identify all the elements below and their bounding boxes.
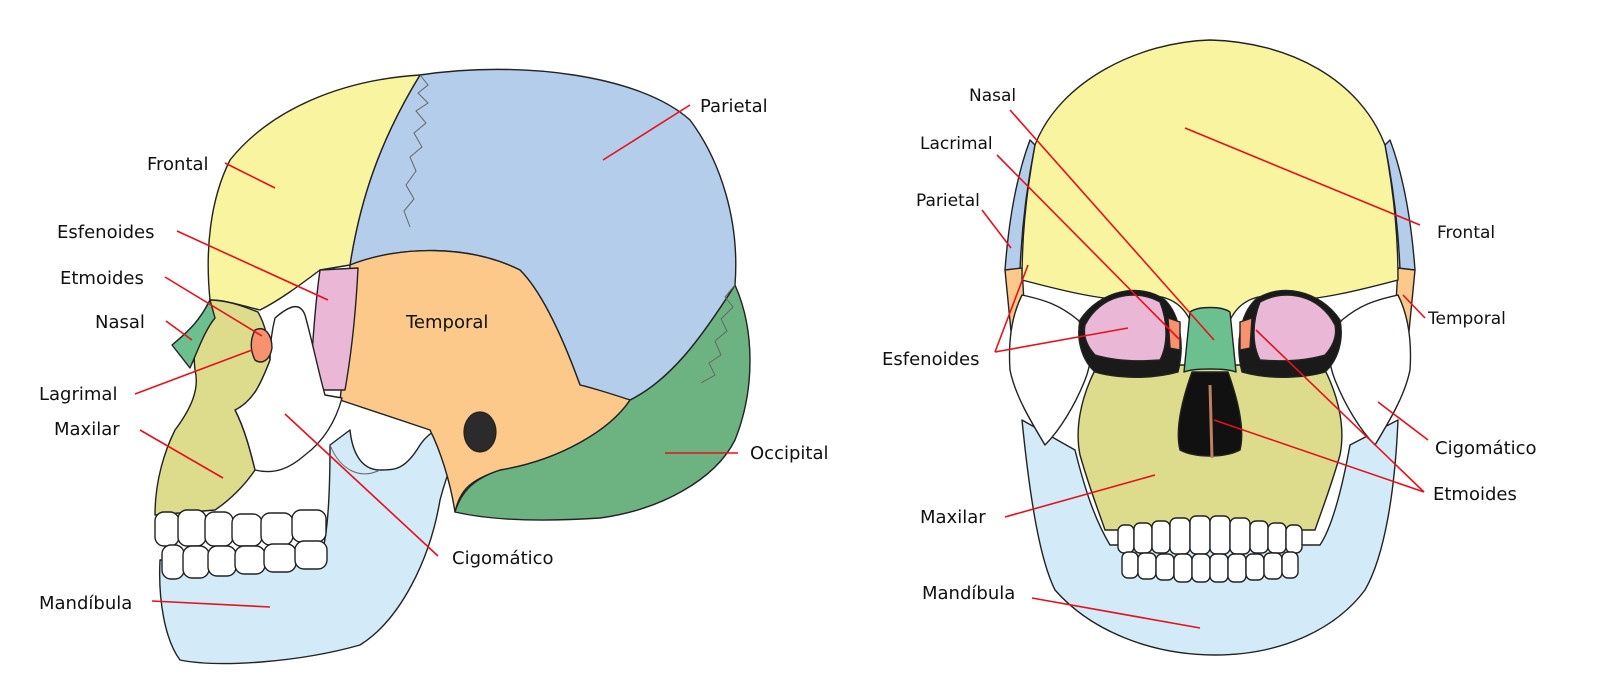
frontal-label-frontal: Frontal	[1437, 223, 1495, 243]
frontal-lacrimal-bone-right	[1239, 317, 1253, 351]
frontal-esfenoides-bone-right	[1253, 294, 1337, 362]
lateral-teeth	[154, 509, 328, 580]
frontal-label-parietal: Parietal	[916, 191, 980, 211]
lateral-label-frontal: Frontal	[147, 154, 209, 175]
lateral-label-parietal: Parietal	[700, 96, 768, 117]
lateral-label-esfenoides: Esfenoides	[57, 222, 154, 243]
lateral-label-occipital: Occipital	[750, 443, 828, 464]
frontal-label-esfenoides: Esfenoides	[882, 349, 979, 370]
lateral-nasal-bone	[171, 299, 216, 369]
frontal-cigomatico-bone-right	[1329, 294, 1412, 446]
lateral-label-etmoides: Etmoides	[60, 268, 144, 289]
frontal-nasal-bone	[1183, 306, 1237, 373]
lateral-skull	[154, 68, 751, 665]
lateral-labels: Frontal Parietal Esfenoides Etmoides Nas…	[39, 96, 828, 614]
lateral-esfenoides-bone	[309, 267, 359, 391]
lateral-label-maxilar: Maxilar	[54, 419, 120, 440]
frontal-frontal-bone	[1021, 39, 1399, 321]
frontal-label-etmoides: Etmoides	[1433, 484, 1517, 505]
frontal-label-temporal: Temporal	[1427, 309, 1506, 329]
lateral-label-cigomatico: Cigomático	[452, 548, 554, 569]
frontal-mandibula-bone	[1021, 419, 1399, 656]
lateral-temporal-bone	[339, 249, 631, 513]
lateral-lagrimal-bone	[250, 328, 273, 363]
lateral-label-nasal: Nasal	[95, 312, 145, 333]
frontal-label-maxilar: Maxilar	[920, 507, 986, 528]
frontal-teeth	[1117, 515, 1303, 583]
lateral-label-temporal: Temporal	[405, 312, 488, 333]
frontal-label-lacrimal: Lacrimal	[920, 134, 993, 154]
frontal-label-cigomatico: Cigomático	[1435, 438, 1537, 459]
frontal-label-nasal: Nasal	[969, 86, 1016, 106]
lateral-label-mandibula: Mandíbula	[39, 593, 132, 614]
lateral-label-lagrimal: Lagrimal	[39, 384, 117, 405]
frontal-labels: Nasal Lacrimal Parietal Frontal Temporal…	[882, 86, 1537, 629]
frontal-skull	[1004, 39, 1416, 656]
frontal-cigomatico-bone-left	[1008, 294, 1091, 446]
frontal-label-mandibula: Mandíbula	[922, 583, 1015, 604]
